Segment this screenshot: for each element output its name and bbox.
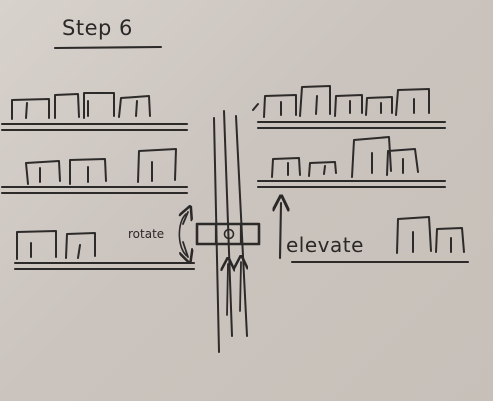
step-title: Step 6 [62, 16, 133, 40]
rotate-arrow-down [183, 241, 188, 257]
rotate-label: rotate [128, 227, 165, 241]
left-shelf-3 [13, 261, 196, 271]
down-arrow-2 [240, 262, 241, 312]
vehicle-separators [214, 222, 243, 246]
right-row2-items [271, 136, 419, 178]
left-shelf-1 [0, 122, 189, 132]
left-row1-items [11, 92, 151, 120]
right-row3-items [396, 216, 465, 254]
vehicle-center-circle [223, 228, 235, 240]
rotating-vehicle [195, 222, 261, 246]
right-shelf-2 [256, 179, 447, 189]
elevate-arrow [280, 203, 281, 260]
left-row2-items [25, 148, 177, 185]
rotate-brace [178, 213, 188, 257]
rotate-arrow-up [183, 212, 188, 225]
right-shelf-1 [256, 120, 447, 130]
right-row1-items [252, 85, 430, 118]
left-row3-items [16, 230, 96, 260]
left-shelf-2 [0, 185, 189, 195]
elevate-label: elevate [286, 233, 364, 257]
title-underline [53, 45, 163, 50]
down-arrow-1 [227, 264, 228, 316]
